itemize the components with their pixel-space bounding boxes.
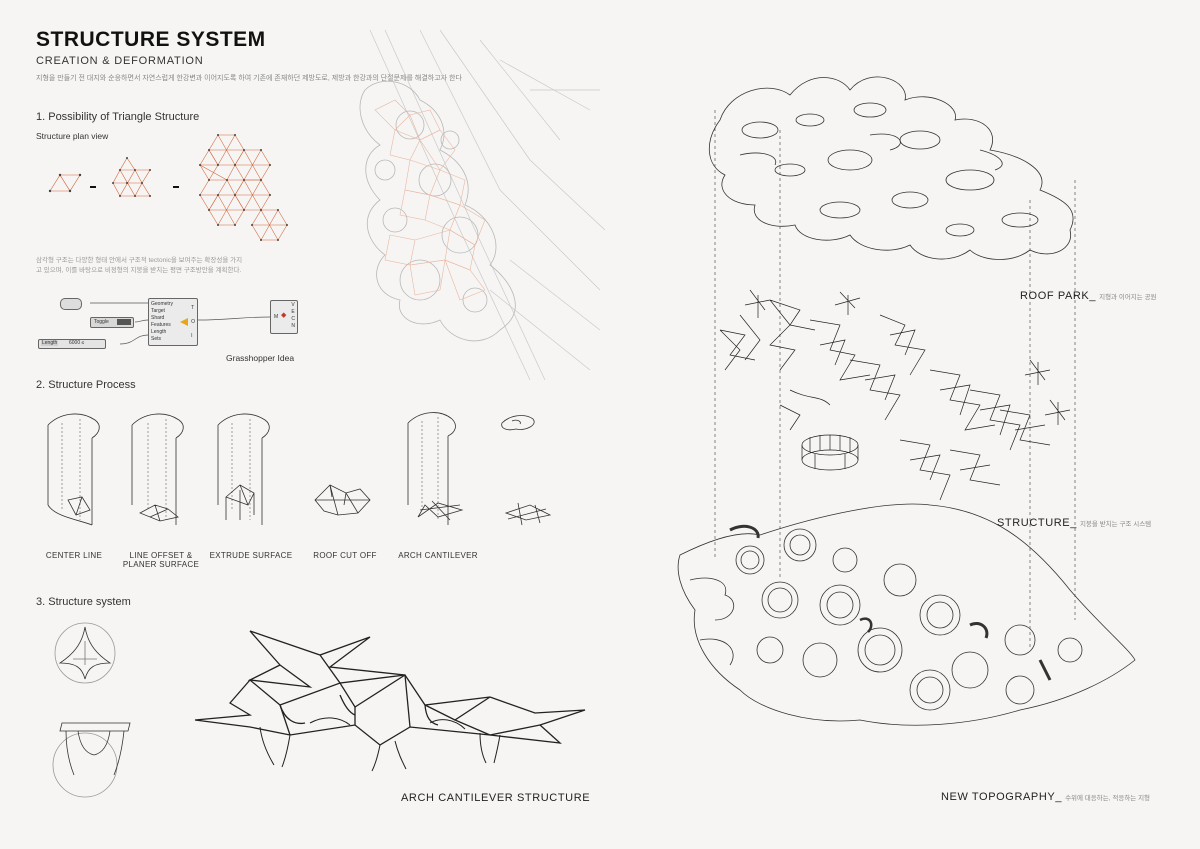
process-step-1-label: CENTER LINE (45, 551, 103, 560)
site-plan-drawing (359, 29, 606, 381)
plan-view-label: Structure plan view (36, 131, 109, 141)
page-description: 지형을 만들기 전 대지와 순응하면서 자연스럽게 한강변과 이어지도록 하여 … (36, 75, 462, 82)
section1-paragraph-line2: 고 있으며, 이를 바탕으로 비정형의 지붕을 받치는 평면 구조방안을 계획한… (36, 267, 242, 274)
section1-paragraph-line1: 삼각형 구조는 다양한 형태 안에서 구조적 tectonic을 보여주는 확장… (36, 257, 243, 264)
structure-layer-label: STRUCTURE_지붕을 받치는 구조 시스템 (997, 517, 1152, 529)
arch-cantilever-caption: ARCH CANTILEVER STRUCTURE (401, 792, 591, 804)
structure-process-diagram (47, 412, 552, 526)
deconstruct-output-list: V E C N (291, 302, 295, 329)
structure-layer (719, 289, 1071, 501)
structure-system-detail (52, 622, 131, 798)
mesh-icon: ◆ (281, 312, 287, 319)
shard-component-node[interactable]: Geometry Target Shard Features Length Se… (148, 298, 198, 346)
triangle-growth-diagram (48, 134, 288, 241)
length-slider-node[interactable]: Length 6000 ≤ (38, 339, 106, 349)
section3-heading: 3. Structure system (36, 596, 131, 608)
process-step-3-label: EXTRUDE SURFACE (209, 551, 293, 560)
section2-heading: 2. Structure Process (36, 379, 136, 391)
grasshopper-caption: Grasshopper Idea (226, 353, 295, 363)
new-topography-label: NEW TOPOGRAPHY_수위에 대응하는, 적응하는 지형 (941, 791, 1151, 803)
page-subtitle: CREATION & DEFORMATION (36, 55, 204, 67)
roof-park-label: ROOF PARK_지형과 이어지는 공원 (1020, 290, 1157, 302)
geometry-param-node[interactable] (60, 298, 82, 310)
exploded-axonometric-drawing (677, 76, 1136, 726)
process-step-2-label: LINE OFFSET & PLANER SURFACE (122, 551, 200, 569)
arch-cantilever-structure-drawing (194, 630, 586, 772)
deconstruct-mesh-node[interactable]: M ◆ V E C N (270, 300, 298, 334)
toggle-node[interactable]: Toggle (90, 317, 134, 328)
process-step-4-label: ROOF CUT OFF (313, 551, 377, 560)
structure-ring (801, 434, 859, 471)
roof-park-layer (708, 76, 1074, 260)
shard-warning-icon (180, 318, 188, 326)
grasshopper-wires (90, 302, 271, 345)
section1-heading: 1. Possibility of Triangle Structure (36, 111, 200, 123)
process-step-5-label: ARCH CANTILEVER (398, 551, 478, 560)
shard-input-list: Geometry Target Shard Features Length Se… (151, 301, 173, 342)
page-title: STRUCTURE SYSTEM (36, 28, 266, 51)
new-topography-layer (677, 503, 1136, 726)
